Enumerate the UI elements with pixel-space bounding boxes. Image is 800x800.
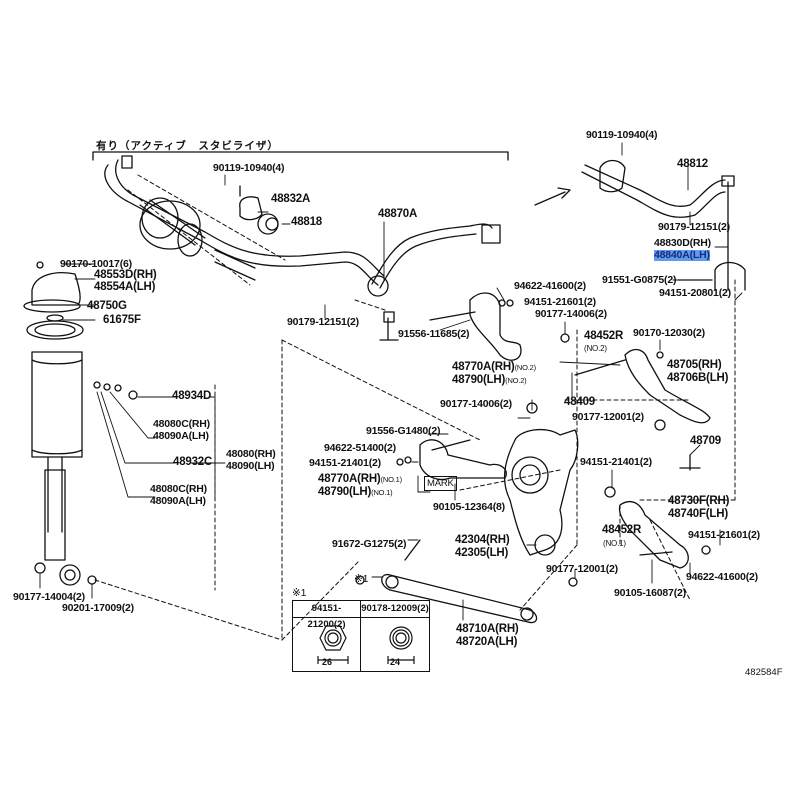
part-label-90177-12001-bottom[interactable]: 90177-12001(2) xyxy=(546,563,618,575)
part-label-48830d[interactable]: 48830D(RH) xyxy=(654,237,711,249)
part-number: 48770A(RH) xyxy=(452,361,515,373)
part-label-42305[interactable]: 42305(LH) xyxy=(455,547,509,559)
position-note-no2: (NO.2) xyxy=(584,344,607,353)
inset-dimension-26: 26 xyxy=(321,657,332,667)
part-label-90119-10940-left[interactable]: 90119-10940(4) xyxy=(213,162,285,174)
inset-dimension-24: 24 xyxy=(389,657,400,667)
knuckle xyxy=(503,428,579,556)
part-label-48710a[interactable]: 48710A(RH) xyxy=(456,623,519,635)
part-label-48080c-a[interactable]: 48080C(RH) xyxy=(153,418,210,430)
part-label-48750g[interactable]: 48750G xyxy=(87,300,127,312)
part-label-90177-12001-mid[interactable]: 90177-12001(2) xyxy=(572,411,644,423)
group-caption: 有り（アクティブ スタビライザ） xyxy=(96,140,279,152)
inset-nut-drawings xyxy=(317,625,415,664)
part-label-94151-21601-top[interactable]: 94151-21601(2) xyxy=(524,296,596,308)
part-label-48932c[interactable]: 48932C xyxy=(173,456,213,468)
part-label-48452r-no2[interactable]: 48452R xyxy=(584,330,624,342)
part-label-94151-20801[interactable]: 94151-20801(2) xyxy=(659,287,731,299)
part-label-94622-51400[interactable]: 94622-51400(2) xyxy=(324,442,396,454)
part-label-48730f[interactable]: 48730F(RH) xyxy=(668,495,730,507)
part-label-91556-g1480[interactable]: 91556-G1480(2) xyxy=(366,425,441,437)
part-label-48720a[interactable]: 48720A(LH) xyxy=(456,636,518,648)
position-note: (NO.2) xyxy=(505,376,527,385)
group-bracket xyxy=(92,151,509,161)
shock-absorber xyxy=(23,261,97,586)
part-label-48870a[interactable]: 48870A xyxy=(378,208,418,220)
part-label-48832a[interactable]: 48832A xyxy=(271,193,311,205)
part-label-90179-12151-right[interactable]: 90179-12151(2) xyxy=(658,221,730,233)
position-note-no1: (NO.1) xyxy=(603,539,626,548)
part-label-90170-12030[interactable]: 90170-12030(2) xyxy=(633,327,705,339)
part-label-48705[interactable]: 48705(RH) xyxy=(667,359,722,371)
part-label-90177-14006-top[interactable]: 90177-14006(2) xyxy=(535,308,607,320)
part-label-94622-41600-bottom[interactable]: 94622-41600(2) xyxy=(686,571,758,583)
part-label-94622-41600-top[interactable]: 94622-41600(2) xyxy=(514,280,586,292)
part-number: 48770A(RH) xyxy=(318,473,381,485)
stabilizer-harness xyxy=(367,223,501,297)
part-label-48818[interactable]: 48818 xyxy=(291,216,322,228)
part-label-48554a[interactable]: 48554A(LH) xyxy=(94,281,156,293)
part-label-42304[interactable]: 42304(RH) xyxy=(455,534,510,546)
part-label-90119-10940-right[interactable]: 90119-10940(4) xyxy=(586,129,658,141)
part-label-90177-14004[interactable]: 90177-14004(2) xyxy=(13,591,85,603)
part-label-48553d[interactable]: 48553D(RH) xyxy=(94,269,157,281)
part-label-48080c-b[interactable]: 48080C(RH) xyxy=(150,483,207,495)
position-note: (NO.1) xyxy=(380,475,403,484)
part-label-48080[interactable]: 48080(RH) xyxy=(226,448,276,460)
part-number: 48790(LH) xyxy=(318,486,372,498)
part-label-94151-21601-bottom[interactable]: 94151-21601(2) xyxy=(688,529,760,541)
part-label-48770a-no1[interactable]: 48770A(RH)(NO.1) xyxy=(318,473,403,485)
inset-divider xyxy=(360,601,362,671)
diagram-reference-code: 482584F xyxy=(745,667,783,678)
note-marker-ref: ※1 xyxy=(354,573,369,585)
part-label-94151-21401-right[interactable]: 94151-21401(2) xyxy=(580,456,652,468)
inset-part-90178-12009[interactable]: 90178-12009(2) xyxy=(361,601,429,618)
part-label-91672-g1275[interactable]: 91672-G1275(2) xyxy=(332,538,407,550)
part-label-48840a-selected[interactable]: 48840A(LH) xyxy=(654,249,710,261)
part-label-91556-11685[interactable]: 91556-11685(2) xyxy=(398,328,470,340)
part-label-61675f[interactable]: 61675F xyxy=(103,314,141,326)
part-number: 48790(LH) xyxy=(452,374,506,386)
inset-note-marker: ※1 xyxy=(292,587,307,599)
part-label-90179-12151-left[interactable]: 90179-12151(2) xyxy=(287,316,359,328)
part-label-90201-17009[interactable]: 90201-17009(2) xyxy=(62,602,134,614)
part-label-91551-g0875[interactable]: 91551-G0875(2) xyxy=(602,274,677,286)
part-label-48740f[interactable]: 48740F(LH) xyxy=(668,508,728,520)
rear-stabilizer-bar xyxy=(581,159,746,291)
part-label-48090a-b[interactable]: 48090A(LH) xyxy=(150,495,206,507)
part-label-90177-14006-mid[interactable]: 90177-14006(2) xyxy=(440,398,512,410)
mark-label: MARK xyxy=(424,476,457,491)
part-label-90105-12364[interactable]: 90105-12364(8) xyxy=(433,501,505,513)
active-stabilizer-bar xyxy=(104,155,385,286)
position-note: (NO.2) xyxy=(514,363,537,372)
part-label-48770a-no2[interactable]: 48770A(RH)(NO.2) xyxy=(452,361,537,373)
part-label-48706b[interactable]: 48706B(LH) xyxy=(667,372,729,384)
part-label-48709[interactable]: 48709 xyxy=(690,435,721,447)
part-label-48790-no2[interactable]: 48790(LH)(NO.2) xyxy=(452,374,527,386)
part-label-48790-no1[interactable]: 48790(LH)(NO.1) xyxy=(318,486,393,498)
inset-part-94151-21200[interactable]: 94151-21200(2) xyxy=(293,601,361,630)
part-label-48812[interactable]: 48812 xyxy=(677,158,708,170)
inset-nut-table: 94151-21200(2) 90178-12009(2) 26 24 xyxy=(292,600,430,672)
part-label-48934d[interactable]: 48934D xyxy=(172,390,212,402)
part-label-48409[interactable]: 48409 xyxy=(564,396,595,408)
position-note: (NO.1) xyxy=(371,488,393,497)
part-label-94151-21401-left[interactable]: 94151-21401(2) xyxy=(309,457,381,469)
part-label-48090a-a[interactable]: 48090A(LH) xyxy=(153,430,209,442)
part-label-48090[interactable]: 48090(LH) xyxy=(226,460,275,472)
part-label-90105-16087[interactable]: 90105-16087(2) xyxy=(614,587,686,599)
part-label-90170-10017[interactable]: 90170-10017(6) xyxy=(60,258,132,270)
part-label-48452r-no1[interactable]: 48452R xyxy=(602,524,642,536)
